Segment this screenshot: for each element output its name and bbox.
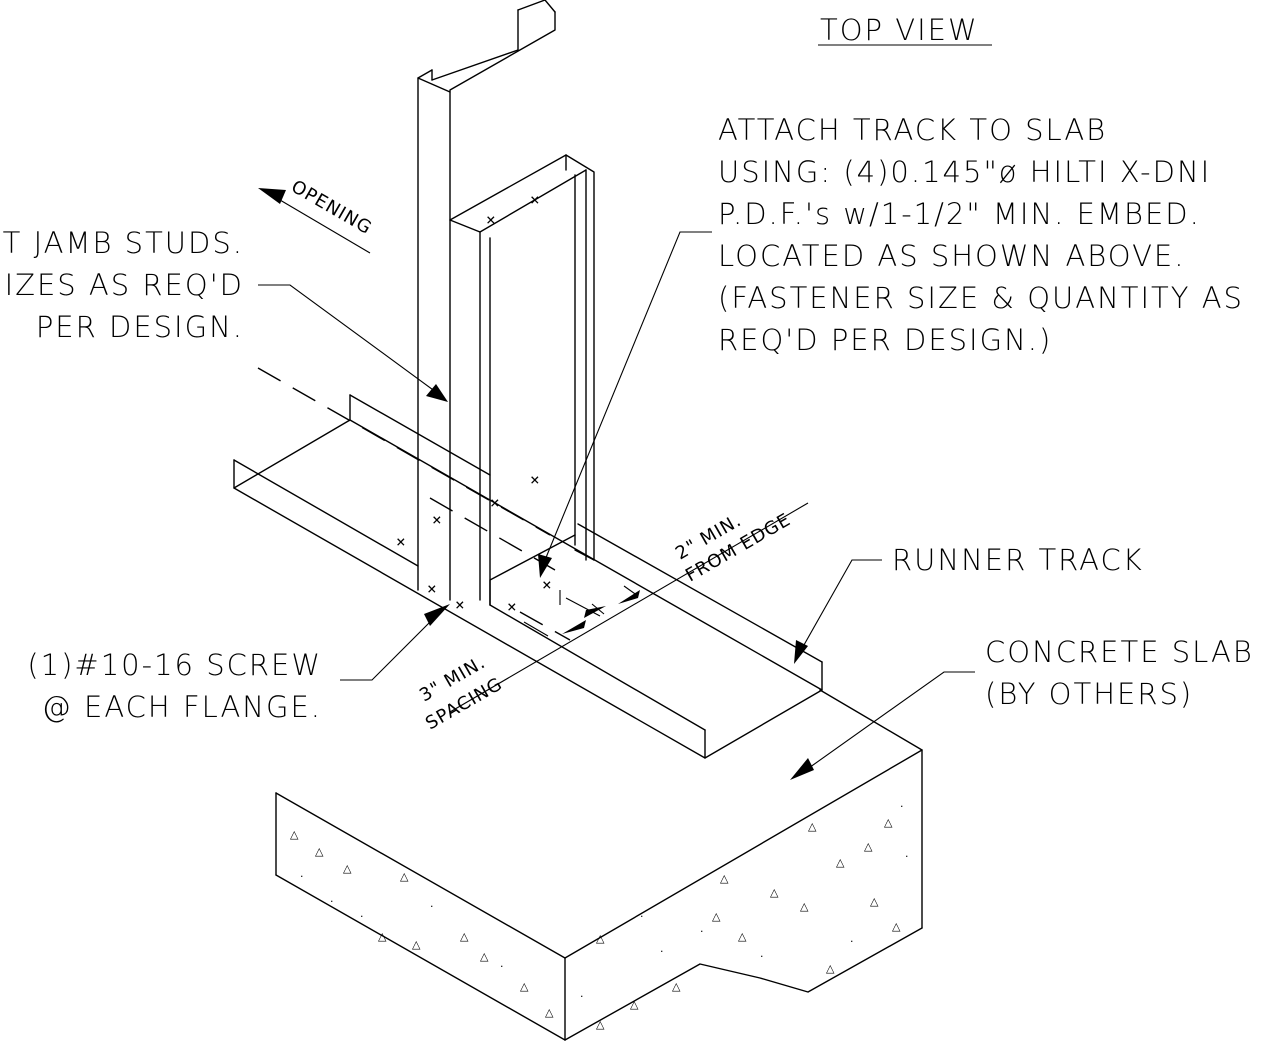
fastener-mark: ×	[542, 575, 552, 594]
svg-text:△: △	[290, 828, 299, 841]
svg-text:·: ·	[580, 990, 584, 1003]
svg-text:△: △	[720, 872, 729, 885]
top-view-title: TOP VIEW	[818, 13, 992, 47]
svg-text:△: △	[870, 895, 879, 908]
svg-text:△: △	[808, 820, 817, 833]
screw-note-line-1: (1)#10-16 SCREW	[27, 648, 322, 682]
svg-text:△: △	[596, 932, 605, 945]
attach-leader-arrow	[538, 554, 552, 578]
opening-label: OPENING	[288, 176, 376, 239]
svg-text:△: △	[545, 1006, 554, 1019]
svg-text:·: ·	[760, 950, 764, 963]
svg-text:·: ·	[330, 895, 334, 908]
svg-text:△: △	[800, 900, 809, 913]
svg-text:△: △	[400, 870, 409, 883]
jamb-note-line-1: T JAMB STUDS.	[3, 226, 244, 260]
fastener-mark: ×	[427, 579, 437, 598]
jamb-leader-arrow	[426, 384, 448, 402]
fastener-mark: ×	[455, 595, 465, 614]
fastener-marks: × × × × × × × × × ×	[396, 190, 552, 616]
jamb-note-line-2: IZES AS REQ'D	[5, 268, 244, 302]
jamb-stud-note: T JAMB STUDS. IZES AS REQ'D PER DESIGN.	[3, 226, 448, 402]
svg-text:△: △	[480, 950, 489, 963]
runner-track-note: RUNNER TRACK	[794, 543, 1144, 664]
spacing-dimension: 3" MIN. SPACING	[416, 597, 601, 734]
attach-note-line-4: LOCATED AS SHOWN ABOVE.	[718, 239, 1185, 273]
svg-text:·: ·	[905, 850, 909, 863]
svg-text:△: △	[460, 930, 469, 943]
fastener-mark: ×	[530, 190, 540, 209]
opening-indicator: OPENING	[258, 176, 376, 254]
concrete-aggregate: △ △ △ △ △ △ △ △ △ △ △ △ △ △ △ △ △ △ △ △ …	[290, 800, 909, 1031]
svg-text:·: ·	[660, 945, 664, 958]
svg-text:·: ·	[500, 960, 504, 973]
fastener-mark: ×	[432, 510, 442, 529]
fastener-mark: ×	[490, 493, 500, 512]
svg-text:·: ·	[640, 910, 644, 923]
edge-distance-dimension: 2" MIN. FROM EDGE	[449, 502, 809, 713]
svg-text:△: △	[315, 845, 324, 858]
jamb-studs	[417, 0, 595, 606]
jamb-note-line-3: PER DESIGN.	[36, 310, 244, 344]
concrete-slab-note: CONCRETE SLAB (BY OTHERS)	[790, 635, 1254, 780]
fastener-mark: ×	[486, 210, 496, 229]
runner-leader-arrow	[794, 640, 808, 664]
opening-arrowhead	[258, 188, 286, 204]
concrete-leader-arrow	[790, 758, 814, 780]
svg-text:△: △	[343, 862, 352, 875]
fastener-mark: ×	[396, 532, 406, 551]
attach-note-line-6: REQ'D PER DESIGN.)	[718, 323, 1052, 357]
svg-text:△: △	[836, 856, 845, 869]
svg-text:△: △	[378, 930, 387, 943]
svg-text:△: △	[412, 938, 421, 951]
fastener-mark: ×	[507, 597, 517, 616]
concrete-note-line-1: CONCRETE SLAB	[985, 635, 1254, 669]
screw-note-line-2: @ EACH FLANGE.	[42, 690, 322, 724]
svg-text:△: △	[672, 980, 681, 993]
svg-text:·: ·	[700, 925, 704, 938]
svg-text:△: △	[864, 840, 873, 853]
svg-text:·: ·	[900, 800, 904, 813]
svg-text:△: △	[826, 962, 835, 975]
top-view-label: TOP VIEW	[820, 13, 979, 47]
svg-text:△: △	[596, 1018, 605, 1031]
attach-note-line-2: USING: (4)0.145"ø HILTI X-DNI	[718, 155, 1211, 189]
svg-text:△: △	[738, 930, 747, 943]
attach-note-line-3: P.D.F.'s w/1-1/2" MIN. EMBED.	[718, 197, 1201, 231]
svg-text:△: △	[884, 816, 893, 829]
concrete-slab: △ △ △ △ △ △ △ △ △ △ △ △ △ △ △ △ △ △ △ △ …	[275, 689, 923, 1041]
runner-track-label: RUNNER TRACK	[892, 543, 1144, 577]
svg-text:△: △	[630, 998, 639, 1011]
attach-note-line-5: (FASTENER SIZE & QUANTITY AS	[718, 281, 1244, 315]
svg-text:·: ·	[430, 900, 434, 913]
svg-text:·: ·	[300, 870, 304, 883]
screw-note: (1)#10-16 SCREW @ EACH FLANGE.	[27, 604, 450, 724]
svg-text:△: △	[712, 910, 721, 923]
attach-track-note: ATTACH TRACK TO SLAB USING: (4)0.145"ø H…	[538, 113, 1244, 578]
svg-text:·: ·	[850, 935, 854, 948]
svg-text:△: △	[520, 980, 529, 993]
svg-text:△: △	[770, 886, 779, 899]
concrete-note-line-2: (BY OTHERS)	[985, 677, 1193, 711]
runner-track	[233, 367, 823, 759]
fastener-mark: ×	[530, 470, 540, 489]
screw-leader-arrow	[424, 604, 450, 626]
svg-text:·: ·	[360, 910, 364, 923]
svg-text:△: △	[892, 920, 901, 933]
attach-note-line-1: ATTACH TRACK TO SLAB	[718, 113, 1107, 147]
